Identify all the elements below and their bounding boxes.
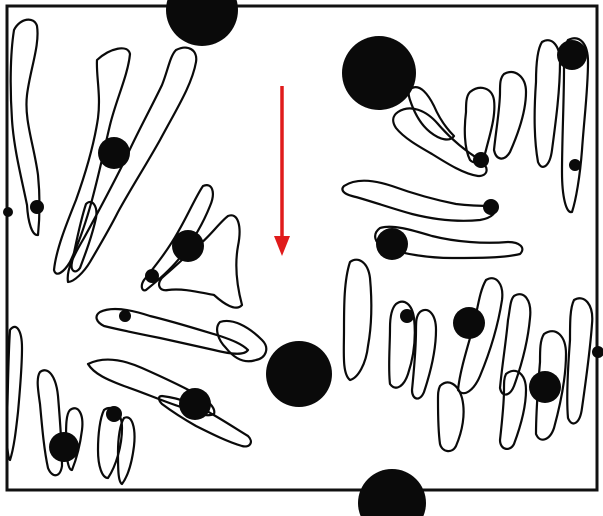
large-particle [266, 341, 332, 407]
grain-outline [7, 327, 22, 460]
large-particle [342, 36, 416, 110]
grain-outline [159, 215, 242, 307]
small-particle [569, 159, 581, 171]
grain-outline [567, 298, 592, 423]
grain-outline [217, 321, 266, 361]
small-particle [483, 199, 499, 215]
large-particle [166, 0, 238, 46]
small-particle [172, 230, 204, 262]
grain-outline [438, 382, 464, 451]
frame-border [7, 6, 597, 490]
grain-outline [494, 72, 526, 159]
grain-outline [535, 40, 560, 167]
small-particle [3, 207, 13, 217]
small-particle [529, 371, 561, 403]
grain-outline [342, 181, 495, 221]
grain-outline [465, 88, 495, 163]
small-particle [453, 307, 485, 339]
small-particle [179, 388, 211, 420]
grain-outline [409, 87, 454, 139]
grain-outline [500, 371, 526, 449]
large-particle [358, 469, 426, 516]
small-particle [98, 137, 130, 169]
grain-outline [344, 260, 372, 380]
small-particle [30, 200, 44, 214]
small-particle [557, 40, 587, 70]
small-particle [106, 406, 122, 422]
small-particle [376, 228, 408, 260]
small-particle [145, 269, 159, 283]
small-particle [49, 432, 79, 462]
small-particle [473, 152, 489, 168]
small-particle [119, 310, 131, 322]
small-particle [400, 309, 414, 323]
direction-arrow [274, 86, 290, 256]
small-particle [592, 346, 603, 358]
grain-outline [412, 310, 436, 399]
grain-outline [118, 417, 135, 484]
